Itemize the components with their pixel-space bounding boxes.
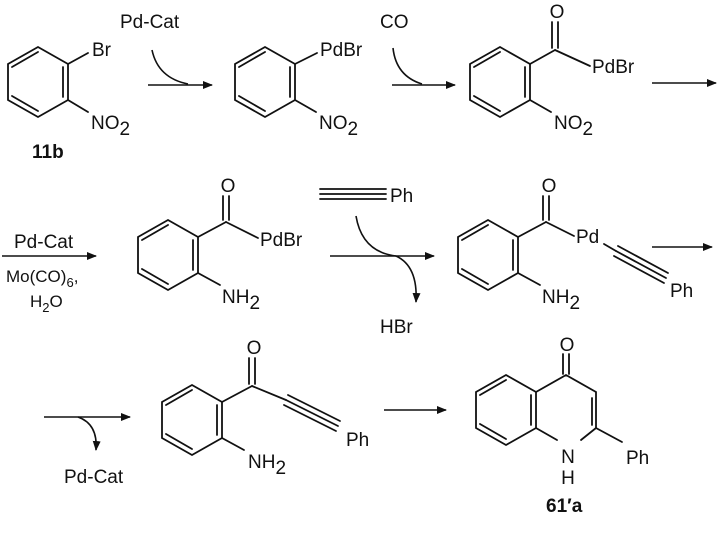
- compound-ynone: O Ph NH2: [161, 338, 369, 479]
- compound-11b: Br NO2 11b: [7, 40, 130, 163]
- hydrogen-label: H: [561, 468, 575, 489]
- benzene-ring: [457, 218, 519, 292]
- curved-arrow-pd-cat: [151, 49, 189, 85]
- curved-arrow-pd-cat-out: [77, 416, 101, 451]
- curved-arrow-hbr-out: [395, 255, 421, 303]
- reagent-mo-co6: Mo(CO)6,: [6, 267, 78, 290]
- compound-aryl-pdbr-nitro: PdBr NO2: [234, 40, 363, 140]
- compound-acyl-pdbr-nitro: O PdBr NO2: [469, 2, 635, 140]
- pdbr-label: PdBr: [260, 230, 303, 251]
- compound-alkynyl-acyl-pd: O Pd Ph NH2: [457, 176, 693, 314]
- pdbr-label: PdBr: [320, 40, 363, 61]
- pdbr-label: PdBr: [592, 57, 635, 78]
- benzene-ring: [7, 45, 69, 119]
- nitro-label: NO2: [319, 113, 358, 140]
- bromo-label: Br: [92, 40, 112, 61]
- reagent-water: H2O: [30, 292, 63, 315]
- benzene-ring: [137, 218, 199, 292]
- amino-label: NH2: [248, 452, 286, 479]
- amino-label: NH2: [542, 287, 580, 314]
- phenyl-label: Ph: [390, 186, 413, 207]
- compound-label-11b: 11b: [32, 142, 64, 163]
- phenylacetylene: Ph: [319, 186, 413, 207]
- phenyl-label: Ph: [346, 430, 369, 451]
- benzene-ring: [234, 45, 296, 119]
- oxygen-label: O: [542, 176, 557, 197]
- curved-arrow-alkyne-in: [355, 215, 397, 257]
- benzene-ring: [161, 383, 223, 457]
- nitro-label: NO2: [91, 113, 130, 140]
- pyridinone-ring: [535, 373, 597, 441]
- reagent-pd-cat-2: Pd-Cat: [14, 232, 74, 253]
- curved-arrow-co: [392, 47, 423, 85]
- phenyl-label: Ph: [626, 448, 649, 469]
- compound-label-61a: 61′a: [546, 496, 583, 517]
- oxygen-label: O: [550, 2, 565, 23]
- oxygen-label: O: [247, 338, 262, 359]
- benzene-ring: [469, 45, 531, 119]
- reagent-co: CO: [380, 12, 409, 33]
- bond-to-no2: [67, 99, 89, 113]
- reagent-pd-cat-1: Pd-Cat: [120, 12, 180, 33]
- nitro-label: NO2: [554, 113, 593, 140]
- compound-acyl-pdbr-amino: O PdBr NH2: [137, 176, 303, 314]
- phenyl-label: Ph: [670, 281, 693, 302]
- bond-to-br: [67, 52, 89, 65]
- compound-61a-quinolone: O N H Ph 61′a: [475, 335, 649, 517]
- benzene-ring: [475, 373, 537, 447]
- byproduct-pd-cat: Pd-Cat: [64, 467, 124, 488]
- oxygen-label: O: [560, 335, 575, 356]
- byproduct-hbr: HBr: [380, 317, 413, 338]
- pd-label: Pd: [576, 227, 599, 248]
- amino-label: NH2: [222, 287, 260, 314]
- nitrogen-label: N: [561, 447, 575, 468]
- oxygen-label: O: [221, 176, 236, 197]
